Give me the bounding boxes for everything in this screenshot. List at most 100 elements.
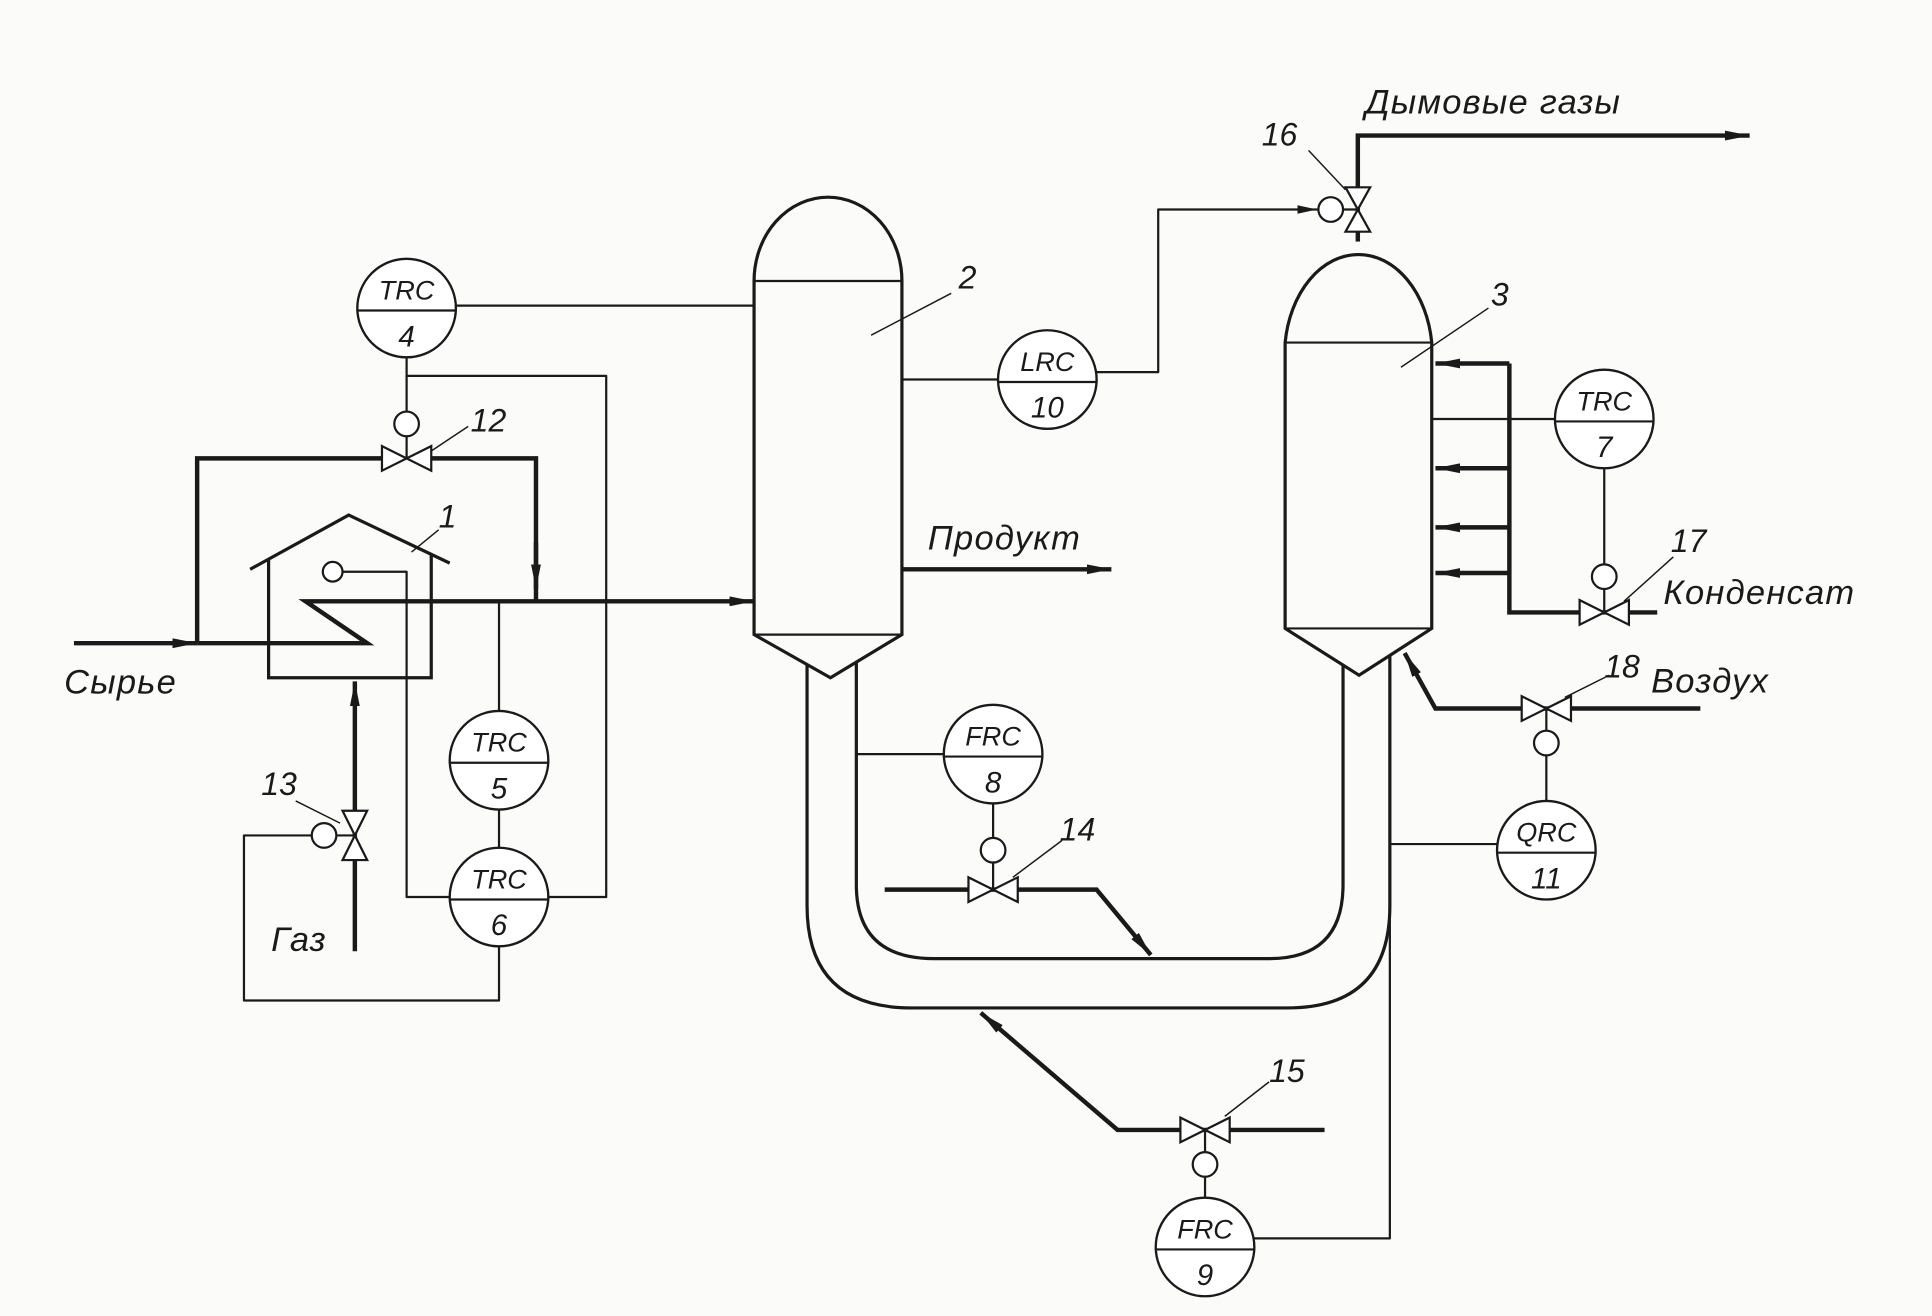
equipment-labels: 1 2 3	[439, 259, 1509, 534]
label-valve-17: 17	[1671, 523, 1708, 559]
valve-16	[1343, 186, 1373, 233]
valves	[340, 186, 1631, 1145]
valve-14	[967, 875, 1019, 904]
leader-vessel-3	[1400, 307, 1489, 368]
valve-actuators	[310, 196, 1618, 1178]
instrument-trc-7: TRC 7	[1553, 368, 1655, 470]
actuator-17	[1590, 563, 1618, 591]
instrument-code: TRC	[379, 274, 435, 305]
leader-valve-17	[1623, 556, 1674, 602]
label-fuel-gas: Газ	[271, 921, 327, 959]
instrument-trc-6: TRC 6	[448, 846, 550, 948]
line-via-valve-14-outlet	[993, 887, 1153, 957]
instrument-qrc-11: QRC 11	[1495, 799, 1597, 901]
vessel-2	[752, 195, 904, 680]
line-via-valve-15-outlet	[979, 1011, 1206, 1133]
actuator-14	[979, 836, 1007, 864]
instrument-code: QRC	[1516, 817, 1577, 848]
valve-13	[340, 809, 369, 862]
transfer-u-tube	[805, 655, 1392, 1010]
leader-valve-18	[1564, 674, 1610, 699]
instrument-tag: 5	[491, 772, 508, 805]
furnace-walls	[267, 554, 433, 680]
leader-valve-14	[1012, 839, 1063, 878]
instrument-trc-4: TRC 4	[356, 257, 458, 359]
instrument-bubble	[448, 846, 550, 948]
instrument-tag: 10	[1031, 392, 1064, 425]
actuator-16	[1317, 196, 1345, 223]
label-furnace-1: 1	[439, 498, 457, 534]
instrument-tag: 6	[491, 909, 508, 942]
leader-valve-12	[430, 425, 469, 452]
actuator-13	[310, 821, 338, 849]
instrument-code: TRC	[1576, 385, 1632, 416]
furnace-temperature-sensor	[321, 560, 344, 583]
vessel-2-shell	[752, 195, 904, 680]
label-valve-16: 16	[1262, 116, 1298, 152]
label-feed: Сырье	[64, 664, 177, 702]
frc9-to-line	[1253, 904, 1391, 1240]
leader-furnace-1	[411, 529, 440, 553]
leader-valve-15	[1224, 1081, 1270, 1117]
instrument-code: TRC	[471, 727, 527, 758]
instrument-tag: 8	[985, 766, 1002, 799]
label-vessel-2: 2	[958, 259, 977, 295]
label-air: Воздух	[1651, 663, 1770, 701]
label-valve-13: 13	[261, 766, 297, 802]
instrument-tag: 7	[1596, 431, 1614, 464]
leader-vessel-2	[870, 292, 952, 336]
lrc10-to-valve-16	[1095, 205, 1319, 374]
instrument-code: FRC	[965, 720, 1021, 751]
actuator-18	[1532, 729, 1560, 757]
label-condensate: Конденсат	[1663, 574, 1855, 612]
vessel-3	[1283, 253, 1434, 678]
furnace-coil-line	[197, 596, 755, 646]
furnace-roof	[249, 513, 451, 571]
valve-15	[1179, 1115, 1231, 1145]
instrument-tag: 4	[398, 320, 414, 353]
instrument-bubble	[942, 703, 1044, 805]
label-vessel-3: 3	[1491, 277, 1509, 313]
actuator-15	[1191, 1150, 1219, 1178]
u-tube-inner-wall	[854, 661, 1345, 961]
instrument-bubble	[1553, 368, 1655, 470]
leader-lines	[295, 149, 1674, 1117]
valve-17	[1578, 598, 1631, 627]
leader-valve-16	[1307, 149, 1347, 191]
instrument-code: FRC	[1177, 1213, 1233, 1244]
actuator-12	[393, 410, 421, 438]
instrument-code: LRC	[1020, 346, 1075, 377]
air-to-vessel-3-line	[1402, 651, 1547, 711]
instrument-tag: 11	[1531, 862, 1562, 895]
flue-gas-line-upper	[1355, 130, 1750, 210]
instrument-bubble	[1495, 799, 1597, 901]
instrument-bubble	[1154, 1196, 1256, 1298]
label-product: Продукт	[928, 520, 1081, 558]
label-flue-gas: Дымовые газы	[1361, 83, 1621, 121]
label-valve-14: 14	[1060, 811, 1096, 847]
condensate-header	[1507, 363, 1605, 615]
signal-lines	[242, 205, 1606, 1240]
valve-labels: 12 13 14 15 16 17 18	[261, 116, 1707, 1088]
instrument-frc-8: FRC 8	[942, 703, 1044, 805]
furnace-sensor-to-trc6	[341, 570, 451, 899]
trc6-to-valve-13	[242, 834, 501, 1002]
instrument-tag: 9	[1197, 1259, 1213, 1292]
u-tube-outer-wall	[805, 655, 1392, 1010]
label-valve-12: 12	[471, 402, 507, 438]
trc4-to-trc6	[405, 374, 608, 899]
leader-valve-13	[295, 800, 341, 824]
stream-labels: Дымовые газы Продукт Конденсат Сырье Воз…	[64, 83, 1855, 959]
vessel-3-shell	[1283, 253, 1434, 678]
instrument-bubble	[448, 709, 550, 811]
label-valve-18: 18	[1604, 649, 1640, 685]
instrument-bubble	[356, 257, 458, 359]
furnace-1	[249, 513, 451, 680]
instrument-code: TRC	[471, 863, 527, 894]
instrument-lrc-10: LRC 10	[996, 329, 1098, 430]
valve-18	[1520, 694, 1573, 723]
bypass-line-left	[194, 456, 382, 644]
valve-12	[380, 444, 433, 473]
label-valve-15: 15	[1269, 1053, 1305, 1089]
